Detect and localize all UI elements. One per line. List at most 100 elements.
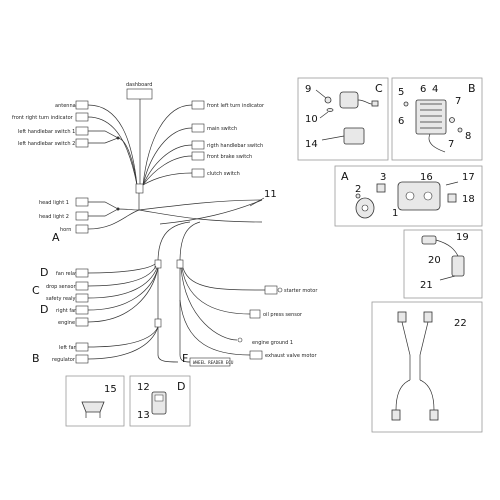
connector-front-brake xyxy=(191,151,205,161)
label-oil-press: oil press sensor xyxy=(263,312,303,318)
relay-plug xyxy=(371,100,379,107)
label-drop-sensor: drop sensor xyxy=(46,284,76,290)
wire-main-trunk xyxy=(138,209,263,223)
connector-head-light-1 xyxy=(75,197,89,207)
connector-right-fan xyxy=(75,305,89,315)
panel-15: 15 xyxy=(65,375,125,427)
label-left-switch-1: left handlebar switch 1 xyxy=(18,129,75,135)
panel-p12-n12: 12 xyxy=(137,382,150,393)
wire-regulator xyxy=(87,326,159,360)
connector-dashboard xyxy=(126,88,153,100)
panel-19-frame xyxy=(403,229,483,299)
label-exhaust-valve: exhaust valve motor xyxy=(265,353,317,359)
part-22-plug-left xyxy=(397,311,407,323)
wire-horn xyxy=(87,209,140,230)
panel-a-n16: 16 xyxy=(420,172,433,183)
connector-engine xyxy=(75,317,89,327)
part-22-wires-bottom xyxy=(395,379,435,411)
wire-starter-motor xyxy=(182,267,266,291)
label-left-switch-2: left handlebar switch 2 xyxy=(18,141,75,147)
label-wheel-reader: WHEEL READER ECU xyxy=(193,360,234,365)
panel-p12-n13: 13 xyxy=(137,410,150,421)
part-5-screw xyxy=(403,101,409,107)
leader-9 xyxy=(315,89,327,99)
part-19-connector xyxy=(421,235,437,245)
panel-c-n9: 9 xyxy=(305,84,311,95)
panel-a-n1: 1 xyxy=(392,208,398,219)
bracket-hole-2 xyxy=(423,191,433,201)
wire-oil-press xyxy=(181,267,251,315)
connector-antenna xyxy=(75,100,89,110)
wire-branch-left xyxy=(157,221,191,263)
letter-C-harness: C xyxy=(32,284,40,297)
label-clutch: clutch switch xyxy=(207,171,240,177)
panel-a-n2: 2 xyxy=(355,184,361,195)
part-10-washer xyxy=(326,108,334,112)
wire-head-lights xyxy=(88,201,119,217)
connector-starter-motor xyxy=(264,285,278,295)
letter-A-harness: A xyxy=(52,231,60,244)
part-22-wires-top xyxy=(401,321,429,380)
connector-drop-sensor xyxy=(75,281,89,291)
part-15-clip xyxy=(81,401,105,413)
connector-head-light-2 xyxy=(75,211,89,221)
connector-left-fan xyxy=(75,342,89,352)
part-19-wire xyxy=(435,239,459,257)
connector-clutch xyxy=(191,168,205,178)
label-front-left-turn: front left turn indicator xyxy=(207,103,265,109)
part-22-plug-bl xyxy=(391,409,401,421)
terminal-engine-ground xyxy=(237,337,243,343)
panel-15-frame xyxy=(65,375,125,427)
wire-exhaust-valve xyxy=(179,299,251,356)
wire-lower-right-trunk xyxy=(179,268,191,363)
part-17-screw xyxy=(445,181,459,186)
part-18-clip xyxy=(447,193,457,203)
part-7-nut xyxy=(449,117,455,123)
connector-oil-press xyxy=(249,309,261,319)
connector-exhaust-valve xyxy=(249,350,263,360)
connector-safety-realy xyxy=(75,293,89,303)
central-splice-upper xyxy=(135,183,144,194)
panel-22: 22 xyxy=(371,301,483,433)
wire-drop-sensor xyxy=(87,265,157,287)
horn-center xyxy=(361,204,369,212)
num-11: 11 xyxy=(264,189,277,200)
wire-safety-realy xyxy=(87,267,158,299)
panel-c-letter: C xyxy=(375,82,383,95)
wire-lower-left-trunk-2 xyxy=(157,327,179,363)
part-22-plug-right xyxy=(423,311,433,323)
bracket-hole-1 xyxy=(405,191,415,201)
panel-b-n8: 8 xyxy=(465,131,471,142)
part-21-strap xyxy=(439,275,456,281)
label-left-fan: left fan xyxy=(59,345,77,351)
label-fan-relay: fan relay xyxy=(56,271,78,277)
label-horn: horn xyxy=(60,227,71,233)
wire-right-fan xyxy=(87,267,159,311)
wire-right-switch xyxy=(142,144,193,186)
panel-b-n6b: 6 xyxy=(398,116,404,127)
regulator-fins xyxy=(420,103,442,129)
label-engine-ground: engine ground 1 xyxy=(252,340,293,346)
wire-engine xyxy=(87,267,159,323)
connector-left-switch-2 xyxy=(75,138,89,148)
connector-horn xyxy=(75,224,89,234)
panel-b-n7b: 7 xyxy=(448,139,454,150)
wire-branch-right xyxy=(179,221,201,263)
wire-front-left-turn xyxy=(142,104,193,186)
label-front-right-turn: front right turn indicator xyxy=(12,115,74,121)
leader-14 xyxy=(321,135,345,141)
label-right-switch: rigth handlebar switch xyxy=(207,143,263,149)
connector-right-switch xyxy=(191,140,205,150)
panel-b-top: B 5 6 4 7 6 8 7 xyxy=(391,77,483,161)
regulator-wire xyxy=(428,133,446,153)
wire-left-switches-trunk xyxy=(117,137,138,186)
panel-p12-letter: D xyxy=(177,380,185,393)
wire-clutch xyxy=(142,172,193,186)
part-16-bracket xyxy=(397,181,441,211)
wire-head-lights-trunk xyxy=(117,208,140,211)
wire-main-trunk-2 xyxy=(138,199,263,211)
panel-22-frame xyxy=(371,301,483,433)
wire-engine-ground xyxy=(180,267,238,341)
connector-wheel-reader xyxy=(189,357,231,367)
panel-p15-n15: 15 xyxy=(104,384,117,395)
